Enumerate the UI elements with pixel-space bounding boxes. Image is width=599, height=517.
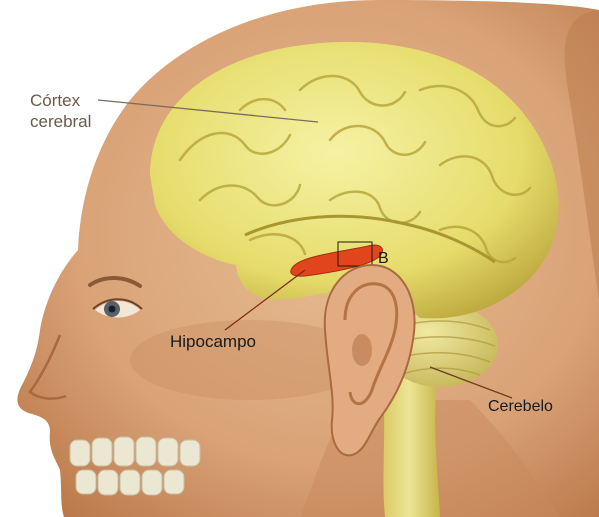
box-marker-label: B [378,250,389,268]
hippocampus-label: Hipocampo [170,332,256,352]
cortex-label-line2: cerebral [30,111,91,132]
cortex-label-line1: Córtex [30,90,91,111]
cortex-label: Córtex cerebral [30,90,91,132]
cerebellum-label: Cerebelo [488,398,553,416]
